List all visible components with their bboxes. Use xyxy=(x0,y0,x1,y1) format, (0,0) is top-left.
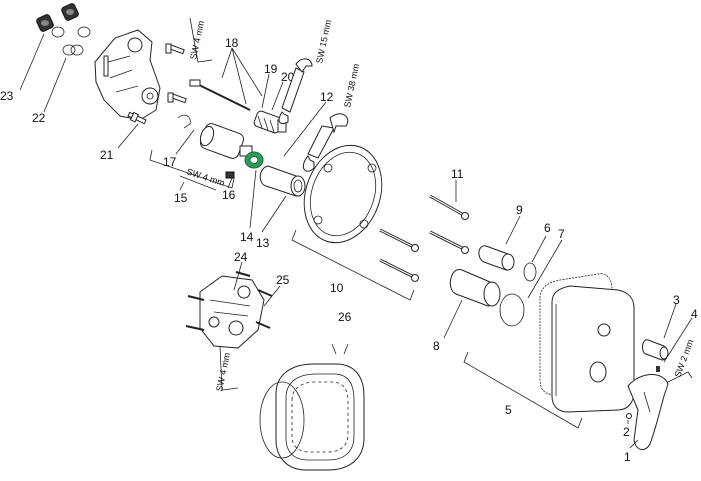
callout-19: 19 xyxy=(264,62,278,76)
callout-21: 21 xyxy=(100,148,114,162)
part-21-screw xyxy=(127,111,147,125)
callout-23: 23 xyxy=(0,89,14,103)
sw4-mid-label: SW 4 mm xyxy=(185,166,226,188)
callout-25: 25 xyxy=(276,273,290,287)
part-9-extension xyxy=(478,245,515,271)
callout-10: 10 xyxy=(330,281,344,295)
part-10-mounting-plate xyxy=(303,144,383,244)
part-17-clip xyxy=(177,114,191,129)
callout-2: 2 xyxy=(623,425,630,439)
part-19-cartridge xyxy=(253,110,287,134)
part-8-sleeve xyxy=(449,269,501,307)
part-23-nuts xyxy=(36,3,79,32)
sw4-top-key: SW 4 mm xyxy=(188,17,213,63)
callout-18: 18 xyxy=(225,36,239,50)
callout-15: 15 xyxy=(174,191,188,205)
part-13-sleeve xyxy=(259,165,306,197)
part-14-nut-green xyxy=(244,151,264,169)
callout-24: 24 xyxy=(234,250,248,264)
sw38-label: SW 38 mm xyxy=(342,63,361,109)
callout-6: 6 xyxy=(544,221,551,235)
sw4-bottom-label: SW 4 mm xyxy=(214,352,232,393)
part-22-o-rings xyxy=(51,26,91,56)
callout-12: 12 xyxy=(320,90,334,104)
part-21-valve-body xyxy=(94,29,161,121)
callout-5: 5 xyxy=(505,403,512,417)
part-24-rough-in-body xyxy=(185,271,273,349)
part-15-cartridge-assembly xyxy=(199,123,253,159)
callout-16: 16 xyxy=(222,188,236,202)
callout-22: 22 xyxy=(32,111,46,125)
sw4-mid-key: SW 4 mm xyxy=(179,166,226,191)
callout-3: 3 xyxy=(673,293,680,307)
part-6-o-ring xyxy=(523,262,537,282)
part-7-seal xyxy=(499,293,525,327)
callout-9: 9 xyxy=(516,203,523,217)
sw2-key: SW 2 mm xyxy=(663,338,695,385)
part-5-trim-plate xyxy=(551,285,635,413)
sw15-label: SW 15 mm xyxy=(314,19,333,65)
callout-26: 26 xyxy=(338,310,352,324)
callout-4: 4 xyxy=(691,307,698,321)
small-screw-mid xyxy=(167,92,187,104)
callout-7: 7 xyxy=(558,227,565,241)
sw4-top-label: SW 4 mm xyxy=(188,20,206,61)
part-4-set-screw xyxy=(656,366,660,372)
sw2-label: SW 2 mm xyxy=(672,338,695,379)
part-11-bolts xyxy=(379,194,469,282)
small-screw-top xyxy=(165,43,185,55)
part-26-extension-frame xyxy=(259,363,365,471)
callout-14: 14 xyxy=(240,230,254,244)
part-3-adapter xyxy=(641,339,669,361)
part-16-screw xyxy=(225,171,235,179)
callout-8: 8 xyxy=(433,339,440,353)
sw4-bottom-key: SW 4 mm xyxy=(214,345,239,393)
part-18-spindle xyxy=(189,79,251,111)
part-2-screw xyxy=(626,413,632,419)
callout-11: 11 xyxy=(451,167,464,181)
part-1-lever-handle xyxy=(627,374,669,450)
callout-13: 13 xyxy=(256,236,270,250)
callout-1: 1 xyxy=(624,450,631,464)
